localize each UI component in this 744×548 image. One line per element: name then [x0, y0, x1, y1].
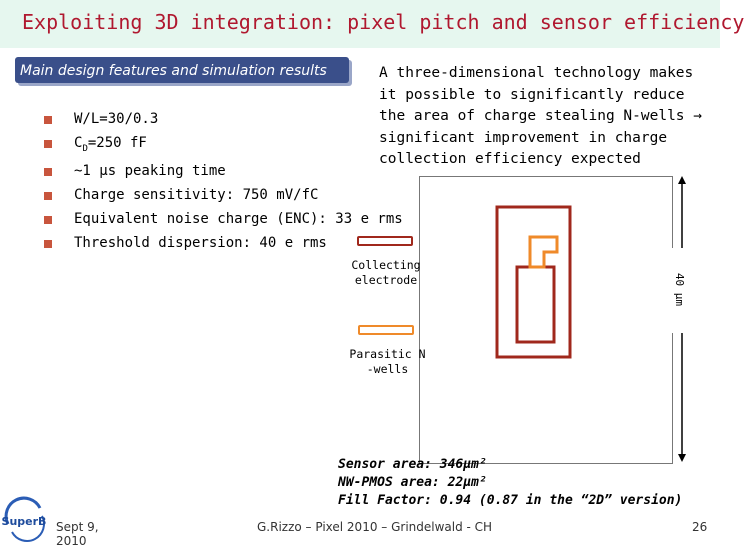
superb-logo: SuperB — [2, 496, 47, 542]
dimension-label: 40 µm — [673, 272, 686, 307]
footer-citation: G.Rizzo – Pixel 2010 – Grindelwald - CH — [257, 520, 493, 534]
pixel-layout-frame — [419, 176, 673, 464]
section-header-text: Main design features and simulation resu… — [20, 63, 327, 79]
dimension-label-box: 40 µm — [667, 248, 691, 333]
nw-pmos-area: NW-PMOS area: 22µm² — [338, 475, 487, 490]
sensor-area: Sensor area: 346µm² — [338, 457, 487, 472]
parasitic-legend-swatch — [358, 325, 414, 335]
collecting-electrode-shape — [495, 205, 572, 359]
bullet-icon — [44, 140, 52, 148]
bullet-icon — [44, 216, 52, 224]
description-text: A three-dimensional technology makes it … — [379, 65, 703, 167]
svg-text:SuperB: SuperB — [2, 515, 47, 528]
footer-page-number: 26 — [692, 520, 708, 534]
parasitic-legend-label: Parasitic N-wells — [349, 347, 426, 376]
pixel-layout-drawing — [495, 205, 572, 359]
sensor-info: Sensor area: 346µm² NW-PMOS area: 22µm² … — [338, 456, 682, 510]
footer-date: Sept 9, 2010 — [56, 520, 99, 548]
bullet-icon — [44, 192, 52, 200]
bullet-icon — [44, 240, 52, 248]
bullet-icon — [44, 116, 52, 124]
collecting-legend-swatch — [357, 236, 413, 246]
nwell-shape — [528, 235, 559, 269]
fill-factor: Fill Factor: 0.94 (0.87 in the “2D” vers… — [338, 493, 683, 508]
title-bar: Exploiting 3D integration: pixel pitch a… — [0, 0, 744, 48]
section-header: Main design features and simulation resu… — [15, 57, 349, 83]
bullet-icon — [44, 168, 52, 176]
slide-title: Exploiting 3D integration: pixel pitch a… — [22, 10, 744, 34]
